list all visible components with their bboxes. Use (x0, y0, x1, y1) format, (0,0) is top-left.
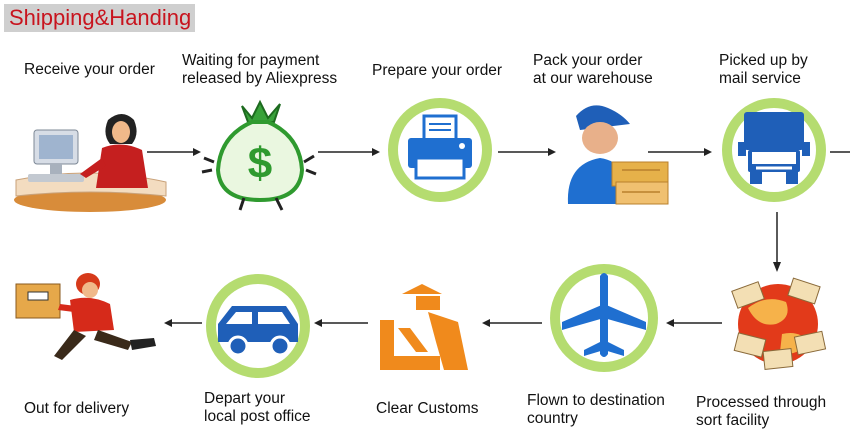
customer-at-computer-icon (10, 100, 170, 215)
arrow-payment-to-prepare (318, 148, 380, 156)
arrow-receive-to-payment (147, 148, 201, 156)
step-label-picked-up: Picked up by mail service (719, 52, 808, 87)
arrow-prepare-to-pack (498, 148, 556, 156)
step-label-flown: Flown to destination country (527, 392, 665, 427)
printer-icon (386, 96, 494, 204)
arrow-flown-to-customs (482, 319, 542, 327)
step-label-processed: Processed through sort facility (696, 394, 827, 429)
step-label-depart-post-office: Depart your local post office (204, 390, 311, 425)
arrow-pickup-to-processed (773, 212, 781, 272)
step-label-pack-order: Pack your order at our warehouse (533, 52, 653, 87)
svg-text:$: $ (248, 139, 272, 188)
step-label-receive-order: Receive your order (24, 61, 155, 78)
car-icon (204, 272, 312, 380)
arrow-depart-to-delivery (164, 319, 202, 327)
arrow-pickup-offpage (830, 151, 850, 153)
arrow-pack-to-pickup (648, 148, 712, 156)
arrow-processed-to-flown (666, 319, 722, 327)
arrow-customs-to-depart (314, 319, 368, 327)
step-label-clear-customs: Clear Customs (376, 400, 479, 417)
page-title: Shipping&Handing (4, 4, 196, 32)
step-label-out-for-delivery: Out for delivery (24, 400, 130, 417)
globe-mail-icon (726, 272, 830, 376)
courier-icon (14, 270, 164, 370)
customs-officer-icon (372, 282, 472, 372)
money-bag-icon: $ (200, 92, 320, 212)
step-label-prepare-order: Prepare your order (372, 62, 503, 79)
airplane-icon (548, 262, 660, 374)
step-label-waiting-payment: Waiting for payment released by Aliexpre… (182, 52, 338, 87)
truck-icon (720, 96, 828, 204)
warehouse-worker-icon (560, 96, 672, 214)
